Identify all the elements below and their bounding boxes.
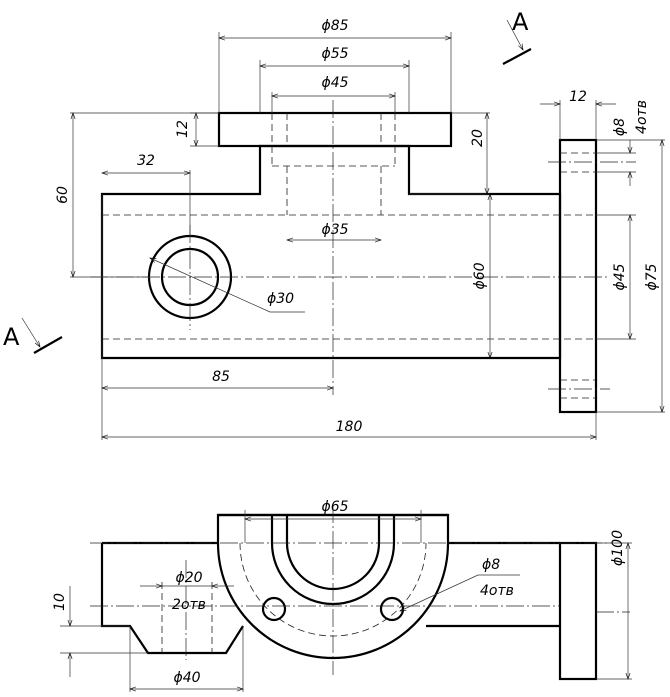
dim-w12-top: 12: [175, 120, 191, 138]
bottom-view: [60, 505, 632, 692]
dim-h60: 60: [55, 186, 71, 204]
dim-d100: ϕ100: [610, 530, 626, 566]
dim-h10: 10: [52, 593, 68, 611]
dim-d45-top: ϕ45: [321, 75, 348, 91]
dim-d8-bottom: ϕ8: [482, 557, 500, 573]
right-flange: [558, 138, 598, 414]
front-view: [21, 19, 665, 440]
bolt-hole-right: [379, 596, 405, 622]
dim-d40: ϕ40: [173, 670, 200, 686]
dim-w32: 32: [137, 153, 155, 169]
bottom-right-flange: [558, 541, 598, 681]
dim-d20: ϕ20: [175, 570, 202, 586]
dim-w12-flange: 12: [569, 89, 587, 105]
dim-holes4-bottom: 4отв: [480, 583, 514, 599]
dim-w85: 85: [212, 369, 230, 385]
dim-h20: 20: [470, 129, 486, 147]
dim-d65: ϕ65: [321, 499, 348, 515]
dim-holes2: 2отв: [172, 597, 206, 613]
section-label-left: A: [3, 323, 20, 351]
dimension-labels: ϕ85 ϕ55 ϕ45 ϕ35 ϕ30 32 85 180 12 60 12 2…: [3, 8, 660, 686]
dim-d85: ϕ85: [321, 18, 348, 34]
bolt-hole-left: [261, 596, 287, 622]
dim-holes4-top: 4отв: [634, 100, 650, 134]
dim-d8-top: ϕ8: [612, 118, 628, 136]
dim-d60: ϕ60: [472, 262, 488, 289]
top-flange: [217, 111, 453, 148]
half-flange-outer: [216, 513, 450, 660]
dim-d35: ϕ35: [321, 222, 348, 238]
section-label-top: A: [512, 8, 529, 36]
dim-d30: ϕ30: [267, 291, 294, 307]
dim-d75: ϕ75: [644, 263, 660, 290]
dim-d55: ϕ55: [321, 46, 348, 62]
main-body-outline: [100, 144, 562, 360]
dim-d45-flange: ϕ45: [612, 263, 628, 290]
dim-w180: 180: [336, 419, 363, 435]
